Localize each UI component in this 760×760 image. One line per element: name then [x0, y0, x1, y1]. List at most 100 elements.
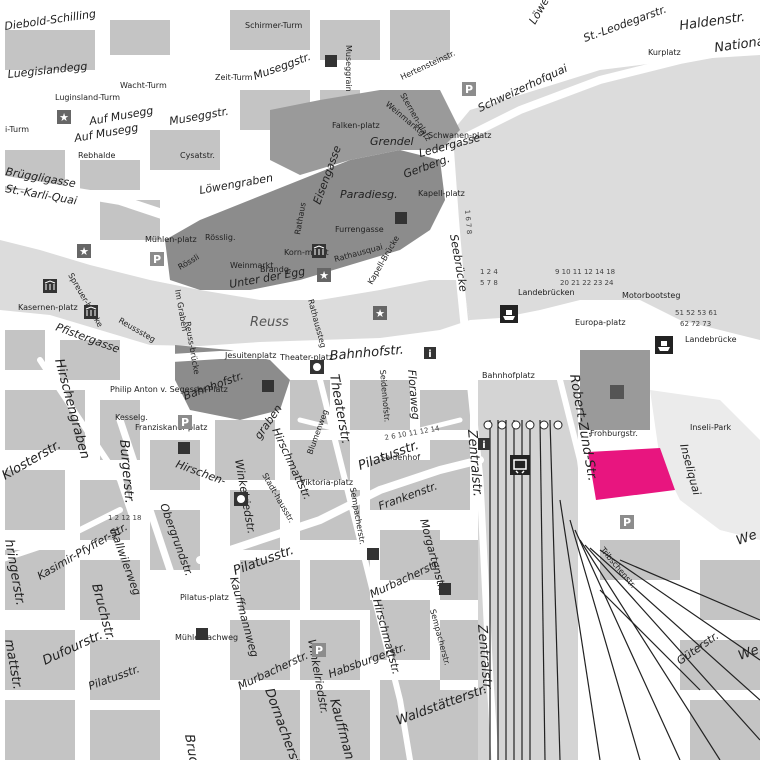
- old-town-upper: [270, 90, 460, 175]
- building-icon[interactable]: [325, 55, 337, 67]
- label-schirmer: Schirmer-Turm: [245, 21, 302, 30]
- label-muhlenplatz: Mühlen-platz: [145, 235, 197, 244]
- svg-text:★: ★: [79, 245, 89, 258]
- platform-markers: [483, 420, 563, 430]
- label-landebrucken: Landebrücken: [518, 288, 575, 297]
- label-kapellplatz: Kapell-platz: [418, 189, 465, 198]
- bus-lines-3-top: 51 52 53 61: [675, 309, 717, 317]
- bahnhof-building-left: [175, 345, 290, 420]
- bus-lines-1-top: 1 2 4: [480, 268, 498, 276]
- label-schwanenplatz: Schwanen-platz: [428, 131, 491, 140]
- bus-lines-3-bottom: 62 72 73: [680, 320, 711, 328]
- map-icons: P P P P P ★ ★ ★: [43, 55, 673, 657]
- ship-icon[interactable]: [655, 336, 673, 354]
- label-pilatusplatz: Pilatus-platz: [180, 593, 229, 602]
- svg-text:★: ★: [319, 269, 329, 282]
- label-we-right-2: We: [736, 643, 760, 664]
- city-blocks: [5, 10, 760, 760]
- inseli-park: [650, 390, 760, 540]
- star-icon[interactable]: ★: [317, 268, 331, 282]
- museum-icon[interactable]: [43, 279, 57, 293]
- theatre-icon[interactable]: [234, 492, 248, 506]
- label-rossligasse: Rösslig.: [205, 233, 236, 242]
- label-kesselg: Kesselg.: [115, 413, 148, 422]
- bus-lines-2-bottom: 20 21 22 23 24: [560, 279, 614, 287]
- building-icon[interactable]: [395, 212, 407, 224]
- label-jesuitenplatz: Jesuitenplatz: [224, 351, 276, 360]
- label-seidenhof-2: Seidenhof: [380, 453, 420, 462]
- museum-icon[interactable]: [312, 244, 326, 258]
- svg-text:P: P: [181, 416, 189, 429]
- label-i-turm: i-Turm: [5, 125, 29, 134]
- label-europaplatz: Europa-platz: [575, 318, 626, 327]
- label-falkenplatz: Falken-platz: [332, 121, 380, 130]
- svg-text:i: i: [428, 349, 431, 360]
- building-icon[interactable]: [178, 442, 190, 454]
- label-museggrain: Museggrain: [344, 45, 353, 92]
- label-wacht-turm: Wacht-Turm: [120, 81, 167, 90]
- parking-icon[interactable]: P: [620, 515, 634, 529]
- svg-text:P: P: [153, 253, 161, 266]
- info-icon[interactable]: i: [478, 438, 490, 451]
- label-paradiesg: Paradiesg.: [340, 188, 398, 201]
- building-icon[interactable]: [367, 548, 379, 560]
- bus-lines-left: 1 2 12 18: [108, 514, 141, 522]
- star-icon[interactable]: ★: [373, 306, 387, 320]
- parking-icon[interactable]: P: [150, 252, 164, 266]
- building-icon[interactable]: [439, 583, 451, 595]
- label-grendel: Grendel: [370, 135, 414, 148]
- label-floraweg: Floraweg: [405, 369, 422, 420]
- label-bahnhofplatz: Bahnhofplatz: [482, 371, 535, 380]
- label-kurplatz: Kurplatz: [648, 48, 681, 57]
- label-kasernenplatz: Kasernen-platz: [18, 303, 78, 312]
- label-weinmarkt: Weinmarkt: [230, 261, 273, 270]
- selected-area[interactable]: [588, 448, 675, 500]
- bus-lines-seebrucke: 1 6 7 8: [463, 209, 473, 234]
- label-rebhalde: Rebhalde: [78, 151, 115, 160]
- label-bahnhofstr: Bahnhofstr.: [329, 343, 404, 364]
- label-luginsland-turm: Luginsland-Turm: [55, 93, 120, 102]
- label-kornmarkt: Korn-markt: [284, 248, 329, 257]
- bus-lines-1-bottom: 5 7 8: [480, 279, 498, 287]
- label-zentralstr-2: Zentralstr.: [474, 623, 495, 692]
- major-roads: [0, 41, 760, 760]
- info-icon[interactable]: i: [424, 347, 436, 360]
- label-viktoriaplatz: Viktoria-platz: [300, 478, 353, 487]
- label-cysatstr: Cysatstr.: [180, 151, 215, 160]
- lake-area: [445, 55, 760, 340]
- train-icon[interactable]: [510, 455, 530, 475]
- ship-icon[interactable]: [500, 305, 518, 323]
- svg-text:i: i: [482, 440, 485, 451]
- svg-text:P: P: [623, 516, 631, 529]
- label-franziskanerplatz: Franziskaner-platz: [135, 423, 207, 432]
- label-brandg: Brandg.: [260, 265, 291, 274]
- parking-icon[interactable]: P: [312, 643, 326, 657]
- label-reuss: Reuss: [250, 315, 289, 330]
- label-we-right: We: [734, 528, 759, 549]
- label-burgerstr: Burgerstr.: [116, 439, 137, 504]
- building-icon[interactable]: [262, 380, 274, 392]
- label-theaterplatz: Theater-platz: [279, 353, 333, 362]
- label-motorbootsteg: Motorbootsteg: [622, 291, 680, 300]
- label-inseli-park: Inseli-Park: [690, 423, 732, 432]
- parking-icon[interactable]: P: [462, 82, 476, 96]
- river-reuss: [0, 240, 470, 346]
- label-landebrucke: Landebrücke: [685, 335, 737, 344]
- label-frohburgstr: Frohburgstr.: [590, 429, 638, 438]
- railway-station: [478, 380, 578, 760]
- museum-icon[interactable]: [84, 305, 98, 319]
- building-icon[interactable]: [610, 385, 624, 399]
- theatre-icon[interactable]: [310, 360, 324, 374]
- svg-text:★: ★: [59, 111, 69, 124]
- label-philipp: Philip Anton v. Segesser-Platz: [110, 385, 228, 394]
- star-icon[interactable]: ★: [77, 244, 91, 258]
- bus-lines-2-top: 9 10 11 12 14 18: [555, 268, 615, 276]
- label-furrengasse: Furrengasse: [335, 225, 384, 234]
- building-icon[interactable]: [196, 628, 208, 640]
- parking-icon[interactable]: P: [178, 415, 192, 429]
- svg-text:P: P: [465, 83, 473, 96]
- star-icon[interactable]: ★: [57, 110, 71, 124]
- old-town-blocks: [165, 150, 445, 290]
- label-bruchstr-2: Bruc: [181, 733, 201, 760]
